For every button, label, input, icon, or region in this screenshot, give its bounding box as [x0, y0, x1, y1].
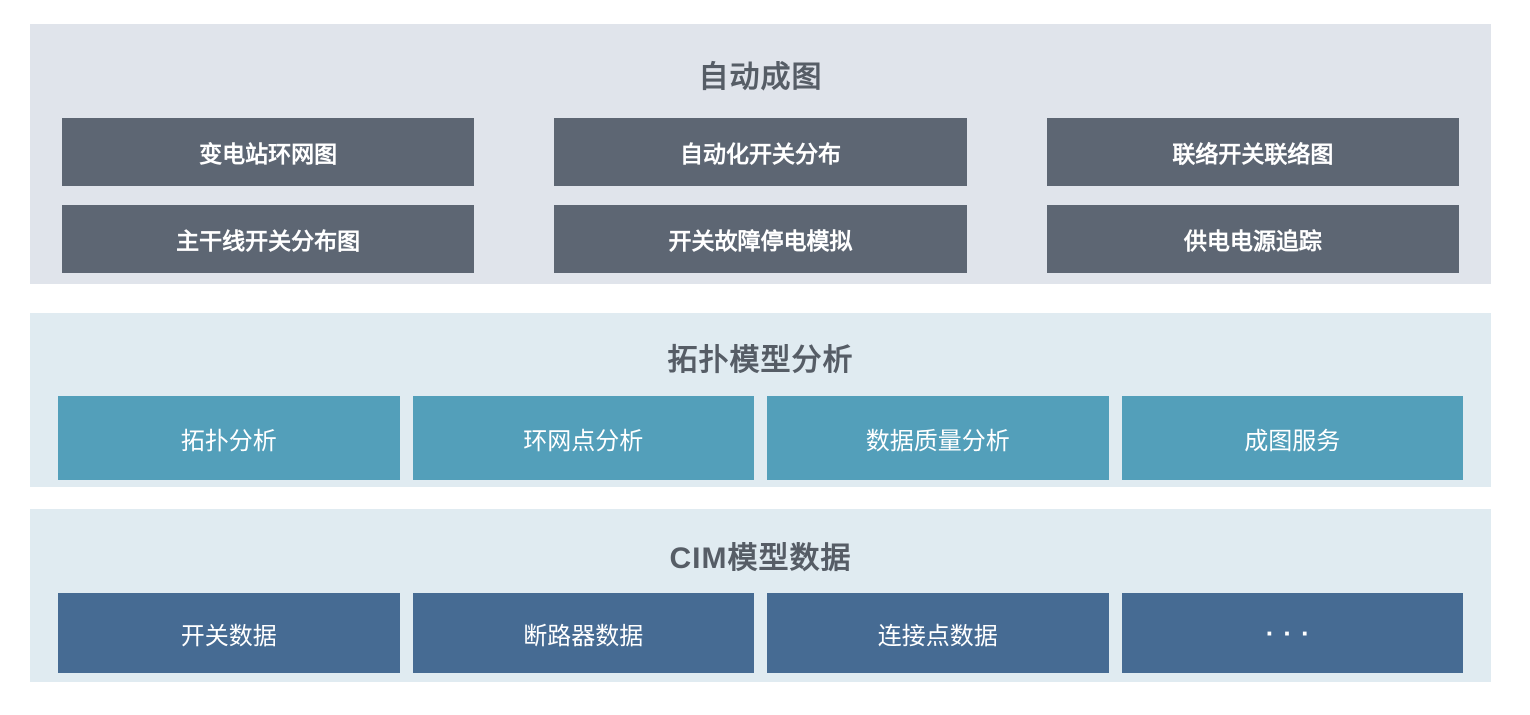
box-ring-point-analysis: 环网点分析 [412, 396, 754, 480]
topology-row: 拓扑分析 环网点分析 数据质量分析 成图服务 [30, 396, 1491, 480]
box-data-quality-analysis: 数据质量分析 [767, 396, 1109, 480]
box-tie-switch-connection-diagram: 联络开关联络图 [1046, 118, 1459, 186]
box-switch-data: 开关数据 [58, 593, 400, 673]
box-connection-point-data: 连接点数据 [767, 593, 1109, 673]
box-switch-fault-outage-simulation: 开关故障停电模拟 [554, 205, 967, 273]
box-power-source-tracing: 供电电源追踪 [1046, 205, 1459, 273]
section-cim-model-data: CIM模型数据 开关数据 断路器数据 连接点数据 ··· [30, 509, 1491, 682]
section-topology-model-analysis: 拓扑模型分析 拓扑分析 环网点分析 数据质量分析 成图服务 [30, 313, 1491, 487]
box-trunk-line-switch-distribution: 主干线开关分布图 [62, 205, 475, 273]
section-auto-diagram-title: 自动成图 [698, 61, 823, 94]
box-automation-switch-distribution: 自动化开关分布 [554, 118, 967, 186]
box-diagram-service: 成图服务 [1121, 396, 1463, 480]
auto-diagram-row-1: 变电站环网图 自动化开关分布 联络开关联络图 [30, 118, 1491, 186]
box-substation-ring-diagram: 变电站环网图 [62, 118, 475, 186]
box-topology-analysis: 拓扑分析 [58, 396, 400, 480]
section-cim-title: CIM模型数据 [669, 542, 852, 575]
section-topology-title: 拓扑模型分析 [667, 344, 854, 377]
cim-row: 开关数据 断路器数据 连接点数据 ··· [30, 593, 1491, 673]
section-auto-diagram: 自动成图 变电站环网图 自动化开关分布 联络开关联络图 主干线开关分布图 开关故… [30, 24, 1491, 284]
box-breaker-data: 断路器数据 [412, 593, 754, 673]
auto-diagram-row-2: 主干线开关分布图 开关故障停电模拟 供电电源追踪 [30, 205, 1491, 273]
box-more-ellipsis: ··· [1121, 593, 1463, 673]
